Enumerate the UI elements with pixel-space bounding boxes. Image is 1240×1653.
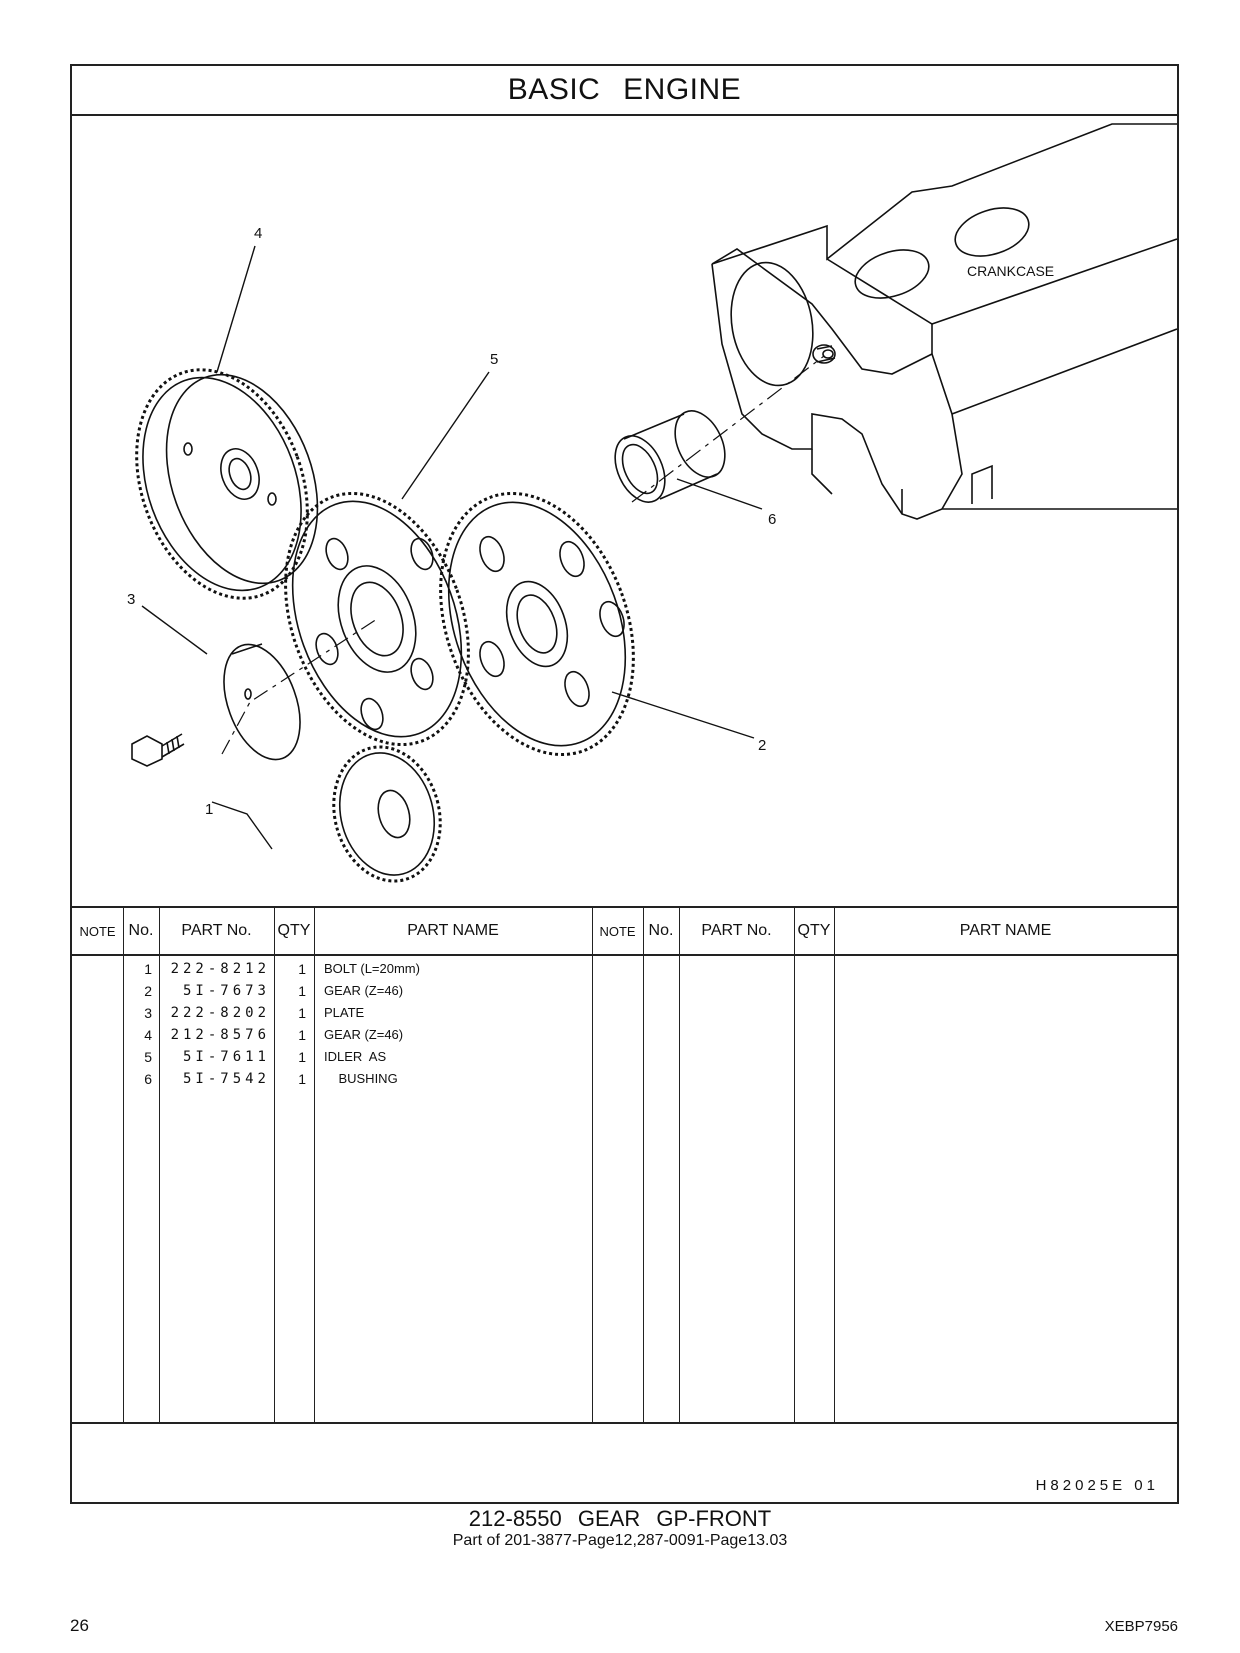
- gear-part-2: [439, 491, 635, 757]
- crankcase-drawing: [711, 123, 1177, 520]
- column-divider: [592, 908, 593, 1422]
- plate-center-line: [221, 618, 378, 755]
- row-no: 4: [144, 1027, 152, 1043]
- header-no-right: No.: [648, 922, 674, 939]
- row-part-name: BUSHING: [324, 1071, 398, 1086]
- row-part-no: 5I-7673: [182, 983, 270, 999]
- reference-box: H82025E 01: [72, 1422, 1177, 1504]
- row-no: 2: [144, 983, 152, 999]
- header-part-no-right: PART No.: [701, 922, 772, 939]
- page-number: 26: [70, 1616, 89, 1635]
- row-part-name: PLATE: [324, 1005, 365, 1020]
- row-part-no: 222-8212: [170, 961, 270, 977]
- header-qty-left: QTY: [277, 922, 311, 939]
- header-part-no-left: PART No.: [181, 922, 252, 939]
- callout-2: 2: [758, 737, 766, 754]
- table-row: 3 222-8202 1 PLATE: [72, 1002, 592, 1024]
- row-part-no: 222-8202: [170, 1005, 270, 1021]
- small-gear-drawing: [332, 745, 442, 883]
- bushing-part-6: [614, 410, 726, 503]
- leader-lines: [141, 245, 763, 850]
- idler-gear-part-5: [284, 491, 470, 747]
- row-part-name: GEAR (Z=46): [324, 1027, 404, 1042]
- row-qty: 1: [298, 1027, 306, 1043]
- row-part-name: IDLER AS: [324, 1049, 387, 1064]
- row-part-no: 5I-7542: [182, 1071, 270, 1087]
- column-divider: [159, 908, 160, 1422]
- parts-page-frame: BASIC ENGINE: [70, 64, 1179, 1504]
- row-part-no: 5I-7611: [182, 1049, 270, 1065]
- row-no: 5: [144, 1049, 152, 1065]
- plate-part-3: [223, 643, 301, 761]
- table-row: 6 5I-7542 1 BUSHING: [72, 1068, 592, 1090]
- table-row: 1 222-8212 1 BOLT (L=20mm): [72, 958, 592, 980]
- header-note-left: NOTE: [79, 923, 116, 939]
- table-row: 5 5I-7611 1 IDLER AS: [72, 1046, 592, 1068]
- row-no: 3: [144, 1005, 152, 1021]
- bolt-part-1: [131, 733, 185, 767]
- column-divider: [679, 908, 680, 1422]
- section-title: BASIC ENGINE: [72, 66, 1177, 116]
- table-row: 2 5I-7673 1 GEAR (Z=46): [72, 980, 592, 1002]
- row-no: 1: [144, 961, 152, 977]
- row-part-name: BOLT (L=20mm): [324, 961, 420, 976]
- gear-part-4: [135, 368, 319, 600]
- header-part-name-left: PART NAME: [407, 922, 499, 939]
- group-caption-sub: Part of 201-3877-Page12,287-0091-Page13.…: [452, 1532, 788, 1549]
- column-divider: [314, 908, 315, 1422]
- callout-3: 3: [127, 591, 135, 608]
- header-qty-right: QTY: [797, 922, 831, 939]
- gear-assembly-illustration: 4 5 6 3 2 1 CRANKCASE: [127, 123, 1177, 883]
- header-part-name-right: PART NAME: [959, 922, 1052, 939]
- row-qty: 1: [298, 983, 306, 999]
- column-divider: [274, 908, 275, 1422]
- document-code: XEBP7956: [1104, 1618, 1178, 1635]
- callout-5: 5: [490, 351, 498, 368]
- illustration-reference-code: H82025E 01: [1035, 1477, 1159, 1494]
- alignment-center-line: [631, 355, 825, 503]
- exploded-view-diagram: 4 5 6 3 2 1 CRANKCASE: [72, 114, 1177, 906]
- parts-table-header: NOTE No. PART No. QTY PART NAME NOTE No.…: [72, 908, 1177, 956]
- header-note-right: NOTE: [599, 923, 636, 939]
- column-divider: [834, 908, 835, 1422]
- row-no: 6: [144, 1071, 152, 1087]
- column-divider: [794, 908, 795, 1422]
- parts-table: NOTE No. PART No. QTY PART NAME NOTE No.…: [72, 906, 1177, 1424]
- table-row: 4 212-8576 1 GEAR (Z=46): [72, 1024, 592, 1046]
- row-part-no: 212-8576: [170, 1027, 270, 1043]
- row-qty: 1: [298, 1005, 306, 1021]
- row-part-name: GEAR (Z=46): [324, 983, 404, 998]
- callout-1: 1: [205, 801, 213, 818]
- callout-6: 6: [768, 511, 776, 528]
- row-qty: 1: [298, 1071, 306, 1087]
- group-caption: 212-8550 GEAR GP-FRONT: [468, 1506, 772, 1531]
- row-qty: 1: [298, 961, 306, 977]
- column-divider: [123, 908, 124, 1422]
- row-qty: 1: [298, 1049, 306, 1065]
- header-no-left: No.: [128, 922, 154, 939]
- callout-4: 4: [254, 225, 262, 242]
- column-divider: [643, 908, 644, 1422]
- crankcase-label: CRANKCASE: [967, 263, 1054, 279]
